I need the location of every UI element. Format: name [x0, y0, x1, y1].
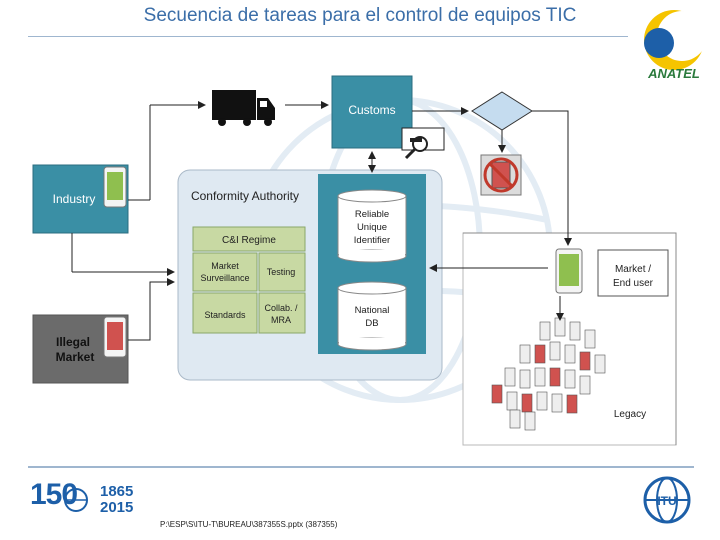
smartphone-icon — [103, 166, 127, 208]
itu-150-emblem — [64, 488, 88, 512]
national-db-cylinder: National DB — [337, 281, 407, 351]
ci-regime-label: C&I Regime — [222, 235, 276, 246]
reliable-unique-identifier-cylinder: Reliable Unique Identifier — [337, 189, 407, 263]
footer-divider — [28, 466, 694, 468]
itu-globe-logo: ITU — [643, 476, 691, 524]
page-title: Secuencia de tareas para el control de e… — [143, 5, 577, 26]
national-db-line1: National — [355, 305, 390, 316]
truck-icon — [212, 90, 275, 126]
rui-line3: Identifier — [354, 235, 390, 246]
collab-mra-line2: MRA — [271, 315, 291, 325]
end-user-smartphone-icon — [555, 248, 583, 294]
itu-150-logo-text: 150 — [30, 478, 78, 511]
prohibited-device-icon — [480, 154, 522, 196]
legacy-label: Legacy — [614, 409, 646, 420]
rui-line1: Reliable — [355, 209, 389, 220]
customs-box: Customs — [331, 75, 413, 149]
market-surveillance-line1: Market — [211, 261, 239, 271]
national-db-line2: DB — [365, 318, 378, 329]
standards-label: Standards — [204, 310, 246, 320]
anatel-logo-text: ANATEL — [647, 66, 700, 81]
market-end-user-line2: End user — [613, 278, 654, 289]
file-path-text: P:\ESP\S\ITU-T\BUREAU\387355S.pptx (3873… — [160, 520, 338, 529]
title-divider — [28, 36, 628, 37]
rui-line2: Unique — [357, 222, 387, 233]
illegal-market-label-line1: Illegal — [56, 335, 90, 349]
customs-label: Customs — [348, 103, 395, 117]
industry-label: Industry — [53, 192, 96, 206]
collab-mra-line1: Collab. / — [264, 303, 298, 313]
testing-label: Testing — [267, 267, 296, 277]
illegal-market-label-line2: Market — [56, 350, 95, 364]
conformity-authority-label: Conformity Authority — [191, 189, 299, 203]
legacy-phones-icon — [491, 317, 606, 431]
svg-text:ITU: ITU — [657, 494, 676, 508]
anatel-logo: ANATEL — [644, 10, 707, 81]
itu-year-end: 2015 — [100, 499, 134, 516]
customs-inspection-icon — [401, 127, 445, 160]
database-column: Reliable Unique Identifier National DB — [318, 174, 426, 354]
itu-year-start: 1865 — [100, 483, 134, 500]
connectors — [71, 101, 572, 341]
market-surveillance-line2: Surveillance — [200, 273, 249, 283]
arrow-illegal-to-authority — [128, 278, 175, 341]
itu-years: 1865 2015 — [100, 484, 133, 516]
red-smartphone-icon — [103, 316, 127, 358]
market-end-user-line1: Market / — [615, 264, 651, 275]
arrow-decision-to-end-user — [532, 110, 572, 246]
ci-regime-block: C&I Regime Market Surveillance Testing S… — [192, 226, 306, 334]
